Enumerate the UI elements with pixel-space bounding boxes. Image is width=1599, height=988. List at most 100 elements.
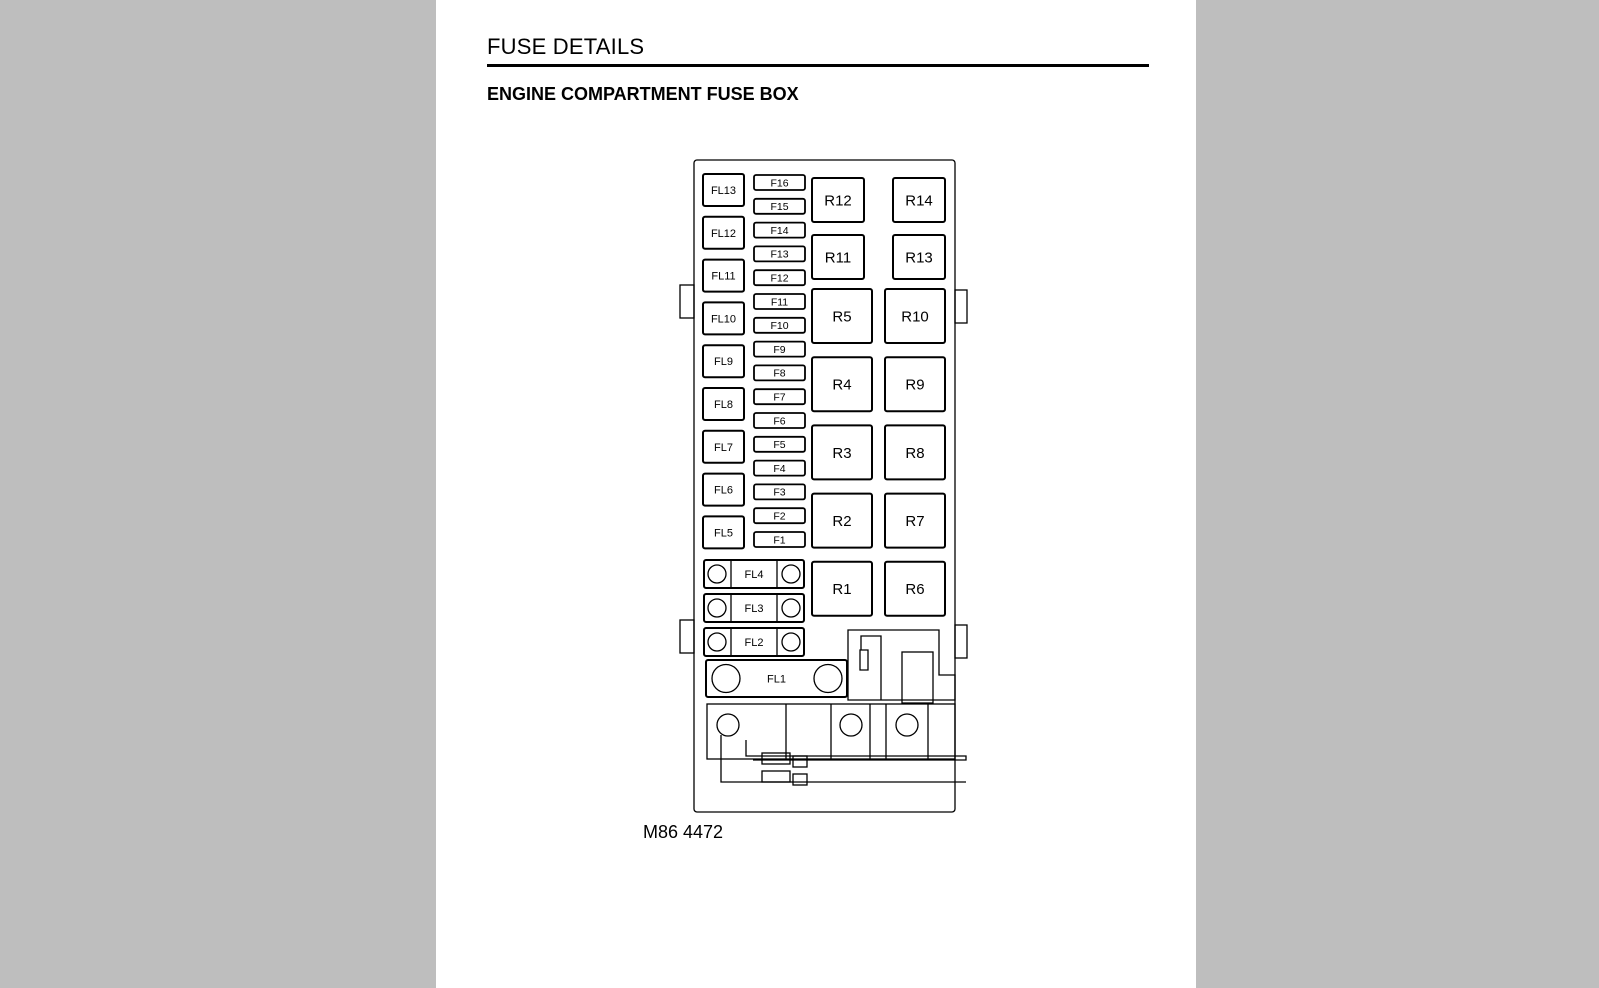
fuse-f4-label: F4 <box>773 463 785 475</box>
fuse-f4: F4 <box>753 459 806 477</box>
relay-r2-label: R2 <box>832 513 851 530</box>
relay-r14: R14 <box>892 177 946 223</box>
fuse-f1: F1 <box>753 531 806 548</box>
fuse-fl6: FL6 <box>702 472 745 507</box>
link-fl4-label: FL4 <box>745 569 764 581</box>
relay-r14-label: R14 <box>905 192 933 209</box>
document-page: FUSE DETAILS ENGINE COMPARTMENT FUSE BOX <box>436 0 1196 988</box>
relay-r7: R7 <box>884 492 946 549</box>
fuse-f5: F5 <box>753 435 806 453</box>
fuse-fl5-label: FL5 <box>714 527 733 539</box>
fuse-f3: F3 <box>753 483 806 501</box>
link-fl3-label: FL3 <box>745 603 764 615</box>
bolt-icon <box>813 663 843 694</box>
fuse-f7-label: F7 <box>773 391 785 403</box>
fuse-fl6-label: FL6 <box>714 485 733 497</box>
relay-r12-label: R12 <box>824 192 852 209</box>
bolt-icon <box>781 564 801 584</box>
fuse-f14-label: F14 <box>770 225 788 237</box>
relay-r4-label: R4 <box>832 377 851 394</box>
relay-r10: R10 <box>884 288 946 344</box>
fuse-f16: F16 <box>753 174 806 191</box>
fuse-fl9: FL9 <box>702 344 745 379</box>
mounting-tab-right-lower <box>954 624 968 659</box>
fuse-f8-label: F8 <box>773 368 785 380</box>
relay-r13-label: R13 <box>905 249 933 266</box>
fuse-f11: F11 <box>753 293 806 310</box>
fuse-f13-label: F13 <box>770 249 788 261</box>
fuse-f6: F6 <box>753 412 806 429</box>
relay-r11-label: R11 <box>825 249 851 266</box>
fuse-fl5: FL5 <box>702 515 745 550</box>
terminal-stud-1 <box>716 713 740 737</box>
fuse-fl9-label: FL9 <box>714 356 733 368</box>
fuse-f15-label: F15 <box>770 201 788 213</box>
bolt-icon <box>707 564 727 584</box>
fuse-f15: F15 <box>753 197 806 215</box>
fuse-fl10-label: FL10 <box>711 313 736 325</box>
fuse-fl13-label: FL13 <box>711 185 736 197</box>
fuse-f9-label: F9 <box>773 344 785 356</box>
fuse-f11-label: F11 <box>771 296 788 308</box>
fuse-f7: F7 <box>753 388 806 406</box>
fuse-f13: F13 <box>753 245 806 263</box>
fuse-f2: F2 <box>753 507 806 525</box>
fuse-f10-label: F10 <box>770 320 788 332</box>
link-fl3: FL3 <box>703 593 805 623</box>
connector-socket <box>901 651 934 704</box>
fuse-fl7-label: FL7 <box>714 442 733 454</box>
fuse-f8: F8 <box>753 364 806 382</box>
fuse-f16-label: F16 <box>770 177 788 189</box>
terminal-stud-3 <box>895 713 919 737</box>
relay-r1-label: R1 <box>832 581 851 598</box>
fuse-box-housing <box>693 159 956 813</box>
relay-r2: R2 <box>811 492 873 549</box>
fuse-fl13: FL13 <box>702 173 745 207</box>
fuse-f2-label: F2 <box>773 510 785 522</box>
relay-r3: R3 <box>811 424 873 481</box>
fuse-f12-label: F12 <box>770 272 788 284</box>
relay-r10-label: R10 <box>901 308 929 325</box>
fuse-f14: F14 <box>753 221 806 239</box>
relay-r11: R11 <box>811 234 865 280</box>
relay-r7-label: R7 <box>905 513 924 530</box>
bolt-icon <box>781 632 801 652</box>
relay-r4: R4 <box>811 356 873 413</box>
fuse-fl11-label: FL11 <box>711 271 735 283</box>
relay-r3-label: R3 <box>832 445 851 462</box>
relay-r6-label: R6 <box>905 581 924 598</box>
fuse-fl8-label: FL8 <box>714 399 733 411</box>
relay-r5-label: R5 <box>832 308 851 325</box>
mounting-tab-left-upper <box>679 284 695 319</box>
relay-r1: R1 <box>811 560 873 617</box>
figure-code: M86 4472 <box>643 822 724 842</box>
relay-r5: R5 <box>811 288 873 344</box>
bolt-icon <box>707 598 727 618</box>
fuse-fl12: FL12 <box>702 215 745 250</box>
fuse-fl7: FL7 <box>702 429 745 464</box>
fuse-fl8: FL8 <box>702 387 745 421</box>
relay-r12: R12 <box>811 177 865 223</box>
fuse-f9: F9 <box>753 340 806 358</box>
fuse-fl10: FL10 <box>702 301 745 336</box>
link-fl4: FL4 <box>703 559 805 589</box>
relay-r9: R9 <box>884 356 946 413</box>
link-fl1-label: FL1 <box>767 673 786 685</box>
fuse-f1-label: F1 <box>773 534 785 546</box>
page-title: FUSE DETAILS <box>487 34 645 59</box>
mounting-tab-left-lower <box>679 619 695 654</box>
title-rule <box>487 64 1149 67</box>
link-fl1: FL1 <box>705 659 848 698</box>
fuse-f3-label: F3 <box>773 487 785 499</box>
fuse-f6-label: F6 <box>773 415 785 427</box>
bolt-icon <box>711 663 741 694</box>
link-fl2: FL2 <box>703 627 805 657</box>
relay-r8-label: R8 <box>905 445 924 462</box>
relay-r8: R8 <box>884 424 946 481</box>
fuse-fl12-label: FL12 <box>711 228 736 240</box>
relay-r6: R6 <box>884 560 946 617</box>
fuse-f5-label: F5 <box>773 439 785 451</box>
fuse-f10: F10 <box>753 316 806 334</box>
terminal-stud-2 <box>839 713 863 737</box>
